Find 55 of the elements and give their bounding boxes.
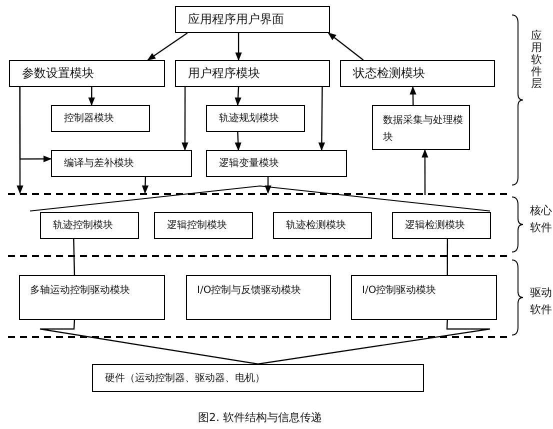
module-box [175, 60, 330, 87]
arrow [16, 87, 24, 194]
arrow [182, 87, 188, 151]
layer-label: 驱动软件 [530, 285, 553, 318]
module-box [9, 60, 165, 87]
arrow [422, 149, 428, 195]
connector-line [73, 238, 76, 276]
module-label: 轨迹检测模块 [286, 218, 346, 233]
module-box [186, 275, 331, 320]
module-box [206, 150, 347, 177]
arrow [88, 87, 95, 106]
module-label: 数据采集与处理模块 [383, 114, 463, 145]
module-label: 逻辑变量模块 [219, 156, 279, 171]
module-box [51, 150, 192, 177]
module-label: 参数设置模块 [22, 65, 94, 82]
module-box [392, 212, 491, 239]
module-label: 轨迹规划模块 [219, 112, 279, 126]
module-label: 硬件（运动控制器、驱动器、电机） [105, 372, 265, 386]
module-label: 应用程序用户界面 [188, 11, 284, 28]
arrow [328, 32, 364, 60]
arrow [147, 32, 188, 60]
arrow [410, 86, 416, 106]
connector-line [258, 320, 491, 365]
module-label: I/O控制与反馈驱动模块 [197, 284, 302, 298]
module-box [19, 275, 165, 320]
module-box [40, 212, 139, 239]
module-box [154, 212, 253, 239]
module-label: 逻辑控制模块 [167, 218, 227, 233]
arrow [264, 177, 272, 194]
layer-label: 核心软件 [530, 203, 553, 236]
module-label: 编译与差补模块 [64, 156, 134, 171]
module-box [351, 275, 497, 320]
module-label: 多轴运动控制驱动模块 [30, 284, 130, 298]
connector-line [446, 239, 448, 275]
module-box [175, 6, 330, 33]
module-box [340, 60, 495, 87]
connector-line [39, 320, 258, 365]
module-box [206, 105, 305, 132]
arrow [142, 176, 149, 194]
module-label: 轨迹控制模块 [53, 218, 113, 233]
module-box [273, 212, 372, 239]
module-label: 控制器模块 [64, 112, 114, 126]
module-box [51, 105, 150, 132]
figure-caption: 图2. 软件结构与信息传递 [197, 410, 323, 425]
arrow [318, 87, 326, 151]
layer-label: 应用软件层 [531, 30, 542, 90]
arrow [234, 86, 242, 106]
module-box [92, 364, 424, 392]
arrow [235, 33, 242, 61]
arrow [234, 132, 242, 151]
module-box [372, 105, 470, 150]
module-label: 逻辑检测模块 [405, 218, 465, 233]
module-label: 用户程序模块 [188, 65, 260, 82]
module-label: I/O控制驱动模块 [362, 284, 436, 298]
module-label: 状态检测模块 [353, 65, 425, 82]
